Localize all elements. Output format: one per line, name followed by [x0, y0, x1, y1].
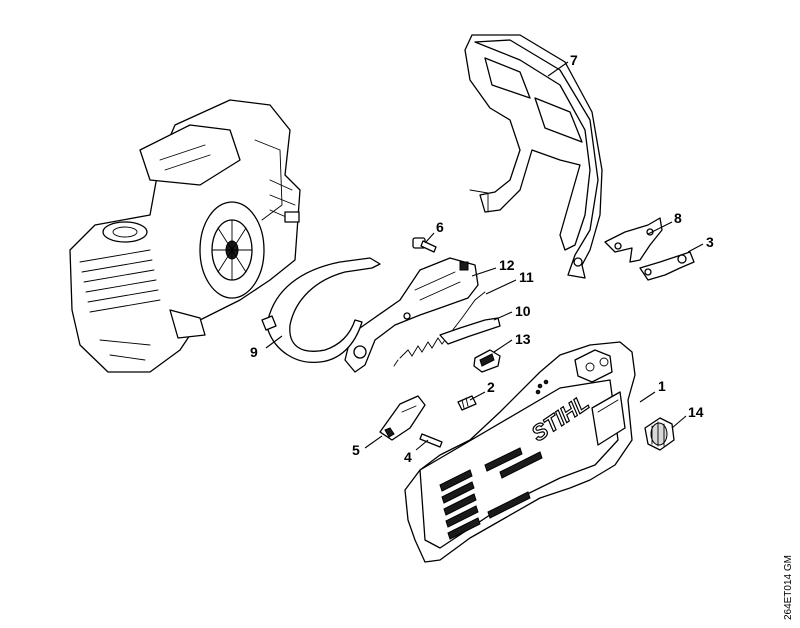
callout-8: 8 — [674, 210, 682, 226]
callout-9: 9 — [250, 344, 258, 360]
callout-14: 14 — [688, 404, 704, 420]
leader-12 — [471, 267, 497, 277]
callout-2: 2 — [487, 379, 495, 395]
screw — [412, 237, 437, 253]
brake-carrier — [344, 257, 479, 373]
brake-link — [639, 251, 695, 281]
sprocket-cover: STIHL — [404, 341, 636, 563]
brake-lever — [604, 217, 663, 263]
callout-10: 10 — [515, 303, 531, 319]
hand-guard — [464, 34, 603, 279]
chain-guide — [379, 395, 426, 441]
leader-10 — [493, 311, 513, 321]
slide-block — [473, 349, 501, 373]
cooling-vents — [439, 447, 543, 540]
callout-7: 7 — [570, 52, 578, 68]
leader-9 — [265, 335, 283, 349]
callout-labels: 1 2 3 4 5 6 7 8 9 10 11 12 13 14 — [250, 52, 714, 465]
callout-4: 4 — [404, 449, 412, 465]
leader-2 — [469, 391, 486, 401]
plate — [439, 317, 501, 345]
callout-13: 13 — [515, 331, 531, 347]
leader-11 — [485, 279, 517, 295]
leader-13 — [493, 339, 513, 353]
engine-housing — [69, 99, 301, 373]
brake-band — [261, 257, 381, 364]
leader-6 — [425, 232, 435, 243]
leader-5 — [364, 435, 383, 449]
leader-1 — [639, 391, 656, 403]
collar-nut — [644, 417, 675, 451]
drawing-code: 264ET014 GM — [783, 554, 794, 620]
callout-12: 12 — [499, 257, 515, 273]
callout-3: 3 — [706, 234, 714, 250]
leader-4 — [415, 439, 429, 451]
leader-3 — [687, 243, 704, 253]
pin — [419, 433, 443, 448]
leader-14 — [671, 415, 687, 429]
callout-11: 11 — [519, 269, 534, 285]
callout-5: 5 — [352, 442, 360, 458]
leader-8 — [647, 221, 673, 235]
leader-lines — [265, 61, 704, 451]
leader-7 — [547, 61, 569, 77]
callout-1: 1 — [658, 378, 666, 394]
callout-6: 6 — [436, 219, 444, 235]
